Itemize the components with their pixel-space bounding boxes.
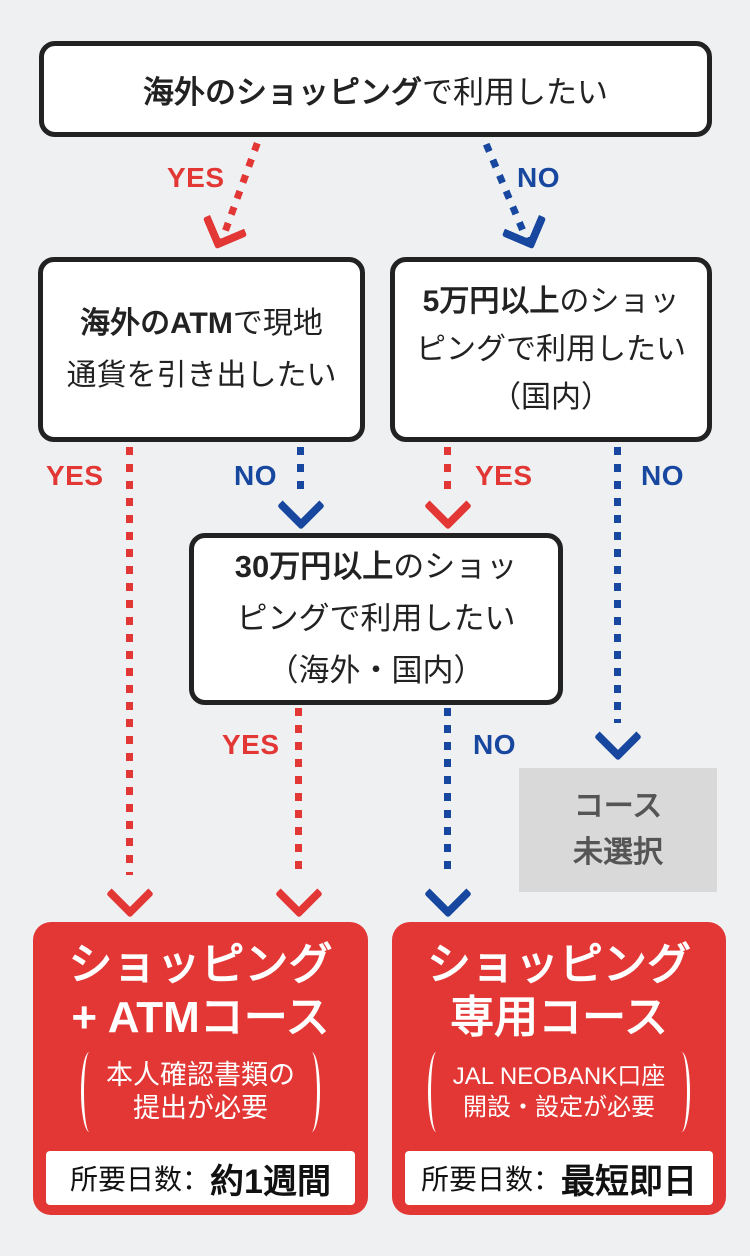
days-value: 約1週間 bbox=[210, 1162, 331, 1201]
question-text-bold: 海外のショッピング bbox=[143, 74, 422, 110]
question-box-overseas-shopping: 海外のショッピングで利用したい bbox=[39, 41, 712, 137]
right-paren-shape bbox=[303, 1052, 320, 1132]
result-title-line2: 専用コース bbox=[450, 993, 668, 1042]
result-title: ショッピング + ATMコース bbox=[33, 938, 368, 1044]
result-note-text: 本人確認書類の 提出が必要 bbox=[106, 1059, 295, 1125]
arrow-head-atm-no bbox=[276, 481, 326, 531]
result-note-line1: 本人確認書類の bbox=[106, 1060, 295, 1090]
result-note: 本人確認書類の 提出が必要 bbox=[33, 1052, 368, 1132]
left-paren-shape bbox=[81, 1052, 98, 1132]
result-note: JAL NEOBANK口座 開設・設定が必要 bbox=[392, 1052, 726, 1132]
arrow-line-5man-yes bbox=[444, 447, 451, 495]
days-label: 所要日数： bbox=[420, 1164, 561, 1195]
question-text-line1: 海外のATMで現地 bbox=[80, 298, 323, 350]
question-text-bold: 5万円以上 bbox=[422, 284, 560, 318]
days-label: 所要日数： bbox=[70, 1164, 211, 1195]
label-yes-30man: YES bbox=[222, 729, 280, 760]
question-text-rest: で現地 bbox=[232, 306, 323, 340]
result-days-strip: 所要日数：最短即日 bbox=[405, 1151, 713, 1205]
arrow-line-30man-no bbox=[444, 708, 451, 875]
label-no-top: NO bbox=[517, 162, 560, 193]
arrow-head-top-yes bbox=[202, 204, 248, 250]
arrow-head-5man-no bbox=[593, 712, 643, 762]
arrow-head-top-no bbox=[501, 204, 547, 250]
course-unselected-line2: 未選択 bbox=[573, 836, 663, 869]
question-text-line1: 5万円以上のショッ bbox=[423, 278, 680, 326]
question-text-rest: のショッ bbox=[393, 549, 518, 584]
question-text-line1: 30万円以上のショッ bbox=[235, 541, 517, 593]
question-text-line2: 通貨を引き出したい bbox=[66, 358, 337, 392]
arrow-line-atm-no bbox=[297, 447, 304, 495]
label-yes-top: YES bbox=[167, 162, 225, 193]
result-title: ショッピング 専用コース bbox=[392, 938, 726, 1044]
left-paren-shape bbox=[427, 1052, 445, 1132]
label-no-30man: NO bbox=[473, 729, 516, 760]
result-note-text: JAL NEOBANK口座 開設・設定が必要 bbox=[453, 1061, 666, 1123]
arrow-line-atm-yes bbox=[126, 447, 133, 875]
question-text-line3: （海外・国内） bbox=[267, 653, 485, 688]
right-paren-shape bbox=[673, 1052, 691, 1132]
result-days-strip: 所要日数：約1週間 bbox=[46, 1151, 355, 1205]
question-text: 海外のショッピングで利用したい bbox=[143, 67, 608, 112]
label-no-atm: NO bbox=[234, 460, 277, 491]
days-value: 最短即日 bbox=[561, 1162, 697, 1201]
course-unselected-line1: コース bbox=[573, 790, 663, 823]
question-text-bold: 30万円以上 bbox=[234, 549, 394, 584]
question-box-over-30man: 30万円以上のショッ ピングで利用したい （海外・国内） bbox=[189, 533, 563, 705]
arrow-line-5man-no bbox=[614, 447, 621, 723]
arrow-head-5man-yes bbox=[423, 481, 473, 531]
question-text-rest: で利用したい bbox=[422, 74, 608, 110]
result-title-line1: ショッピング bbox=[427, 940, 691, 989]
result-box-shopping-only-course: ショッピング 専用コース JAL NEOBANK口座 開設・設定が必要 所要日数… bbox=[392, 922, 726, 1215]
arrow-line-30man-yes bbox=[295, 708, 302, 875]
question-text-line3: （国内） bbox=[491, 380, 611, 414]
course-unselected-box: コース 未選択 bbox=[519, 768, 717, 892]
label-no-5man: NO bbox=[641, 460, 684, 491]
result-title-line1: ショッピング bbox=[68, 940, 333, 989]
result-box-shopping-atm-course: ショッピング + ATMコース 本人確認書類の 提出が必要 所要日数：約1週間 bbox=[33, 922, 368, 1215]
question-text-bold: 海外のATM bbox=[80, 306, 233, 340]
question-box-over-5man: 5万円以上のショッ ピングで利用したい （国内） bbox=[390, 257, 712, 442]
result-note-line2: 開設・設定が必要 bbox=[463, 1094, 655, 1121]
question-text-line2: ピングで利用したい bbox=[236, 601, 516, 636]
result-note-line2: 提出が必要 bbox=[133, 1093, 268, 1123]
arrow-head-30man-yes bbox=[274, 869, 324, 919]
question-text-line2: ピングで利用したい bbox=[416, 332, 686, 366]
arrow-head-30man-no bbox=[423, 869, 473, 919]
label-yes-atm: YES bbox=[46, 460, 104, 491]
result-title-line2: + ATMコース bbox=[71, 993, 330, 1042]
question-box-overseas-atm: 海外のATMで現地 通貨を引き出したい bbox=[38, 257, 365, 442]
result-note-line1: JAL NEOBANK口座 bbox=[452, 1063, 666, 1090]
question-text-rest: のショッ bbox=[559, 284, 680, 318]
arrow-head-atm-yes bbox=[105, 869, 155, 919]
label-yes-5man: YES bbox=[475, 460, 533, 491]
